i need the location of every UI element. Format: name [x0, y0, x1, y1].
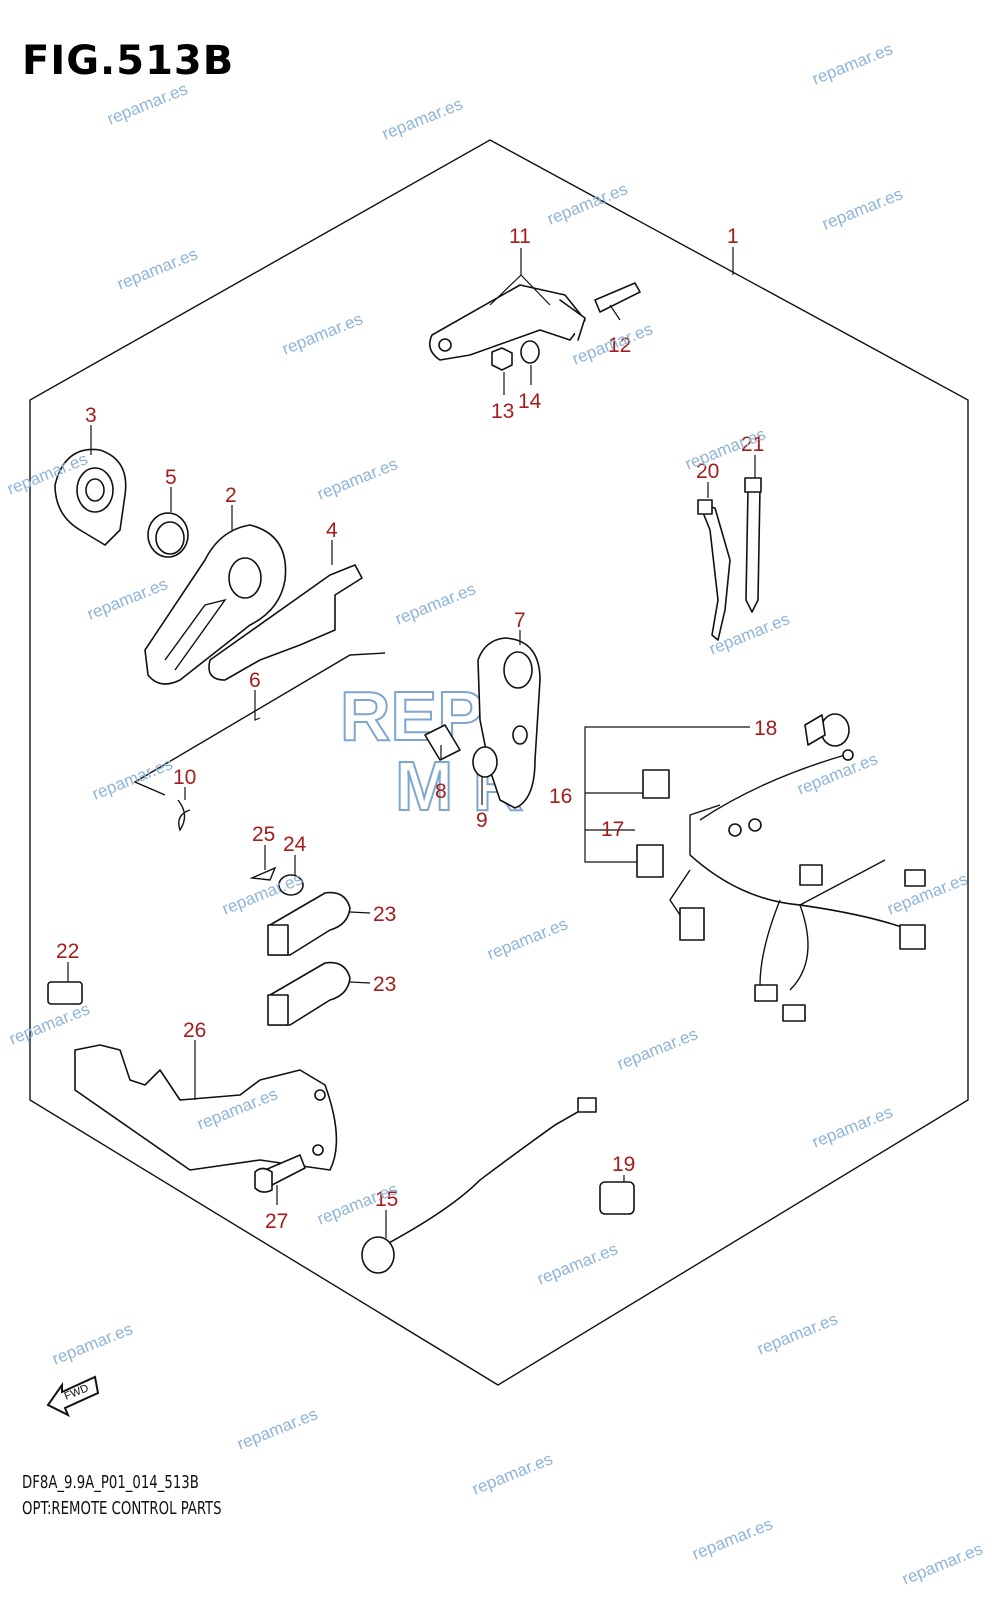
part-24-washer — [278, 874, 304, 896]
callout-19: 19 — [612, 1153, 635, 1176]
callout-18: 18 — [754, 717, 777, 740]
callout-24: 24 — [283, 833, 307, 856]
callout-9: 9 — [476, 809, 488, 832]
part-21-tie — [745, 487, 761, 613]
part-11-bracket — [429, 284, 586, 361]
watermark-text: repamar.es — [6, 999, 92, 1048]
part-15-cable — [361, 1097, 597, 1274]
bracket-16-18 — [584, 726, 750, 863]
part-23-block-b — [267, 961, 351, 1026]
watermark-text: repamar.es — [114, 244, 200, 293]
callout-7: 7 — [514, 609, 526, 632]
watermark-text: repamar.es — [49, 1319, 135, 1368]
figure-caption: OPT:REMOTE CONTROL PARTS — [22, 1498, 222, 1519]
part-21-tie-head — [744, 477, 762, 493]
callouts: 1 2 3 4 5 6 7 8 9 10 11 12 13 14 15 16 1… — [56, 225, 777, 1233]
callout-15: 15 — [375, 1188, 398, 1211]
callout-8: 8 — [435, 780, 447, 803]
callout-25: 25 — [252, 823, 275, 846]
callout-3: 3 — [85, 404, 97, 427]
watermark-text: repamar.es — [884, 869, 970, 918]
callout-23a: 23 — [373, 903, 396, 926]
figure-title: FIG.513B — [22, 38, 235, 84]
watermark-text: repamar.es — [689, 1514, 775, 1563]
harness-connector-3 — [899, 924, 926, 950]
fwd-arrow: FWD — [46, 1375, 100, 1418]
callout-4: 4 — [326, 519, 338, 542]
ring-terminal-2 — [748, 818, 762, 832]
watermark-text: repamar.es — [484, 914, 570, 963]
part-13-nut — [491, 347, 513, 371]
watermark-text: repamar.es — [614, 1024, 700, 1073]
harness-connector-4 — [904, 869, 926, 887]
part-20-tie-head — [697, 499, 713, 515]
callout-2: 2 — [225, 484, 237, 507]
watermark-text: repamar.es — [104, 79, 190, 128]
watermark-text: repamar.es — [314, 454, 400, 503]
part-5-spring — [147, 512, 189, 558]
part-10-clip — [177, 799, 191, 832]
ring-terminal-1 — [728, 823, 742, 837]
harness-connector-6 — [782, 1004, 806, 1022]
watermark-text: repamar.es — [819, 184, 905, 233]
part-25-pin — [249, 866, 277, 881]
part-3-housing — [54, 448, 127, 546]
part-23-block-a — [267, 891, 351, 956]
callout-13: 13 — [491, 400, 514, 423]
watermark-logo-top: REP — [340, 677, 484, 755]
part-12-stud — [594, 282, 641, 313]
callout-5: 5 — [165, 466, 177, 489]
watermark-text: repamar.es — [754, 1309, 840, 1358]
harness-connector-1 — [799, 864, 823, 886]
callout-27: 27 — [265, 1210, 288, 1233]
callout-6: 6 — [249, 669, 261, 692]
harness-connector-2 — [679, 907, 705, 941]
part-14-washer — [520, 340, 540, 364]
part-6-rod — [133, 652, 386, 796]
watermark-text: repamar.es — [469, 1449, 555, 1498]
part-16-relay — [642, 769, 670, 799]
callout-22: 22 — [56, 940, 79, 963]
part-18-grommet — [804, 713, 850, 747]
part-20-tie — [699, 504, 731, 641]
watermark-text: repamar.es — [392, 579, 478, 628]
callout-10: 10 — [173, 766, 196, 789]
watermark-text: repamar.es — [809, 1102, 895, 1151]
figure-code: DF8A_9.9A_P01_014_513B — [22, 1472, 199, 1493]
ring-terminal-3 — [842, 749, 854, 761]
watermark-text: repamar.es — [899, 1539, 985, 1588]
callout-1: 1 — [727, 225, 739, 248]
callout-26: 26 — [183, 1019, 206, 1042]
watermark-text: repamar.es — [534, 1239, 620, 1288]
hexagon-frame — [29, 139, 969, 1386]
part-9-washer — [472, 746, 498, 778]
part-19-cap — [599, 1181, 635, 1215]
harness-connector-5 — [754, 984, 778, 1002]
wire-harness — [636, 749, 926, 1022]
callout-12: 12 — [608, 334, 631, 357]
part-27-bolt — [254, 1154, 306, 1193]
part-17-switch — [636, 844, 664, 878]
watermark-text: repamar.es — [84, 574, 170, 623]
leader-lines — [67, 247, 756, 1238]
part-4-plate — [208, 564, 363, 681]
watermark-text: repamar.es — [279, 309, 365, 358]
part-2-lever — [144, 524, 287, 685]
part-22-pad — [47, 981, 83, 1005]
callout-21: 21 — [741, 433, 764, 456]
watermark-text: repamar.es — [379, 94, 465, 143]
part-8-pin — [424, 724, 461, 761]
callout-16: 16 — [549, 785, 572, 808]
callout-14: 14 — [518, 390, 542, 413]
watermark-text: repamar.es — [89, 754, 175, 803]
callout-20: 20 — [696, 460, 719, 483]
watermark-text: repamar.es — [809, 39, 895, 88]
part-26-bracket — [74, 1044, 338, 1171]
watermark-text: repamar.es — [234, 1404, 320, 1453]
callout-17: 17 — [601, 818, 624, 841]
callout-23b: 23 — [373, 973, 396, 996]
callout-11: 11 — [509, 225, 531, 248]
watermark-text: repamar.es — [544, 179, 630, 228]
